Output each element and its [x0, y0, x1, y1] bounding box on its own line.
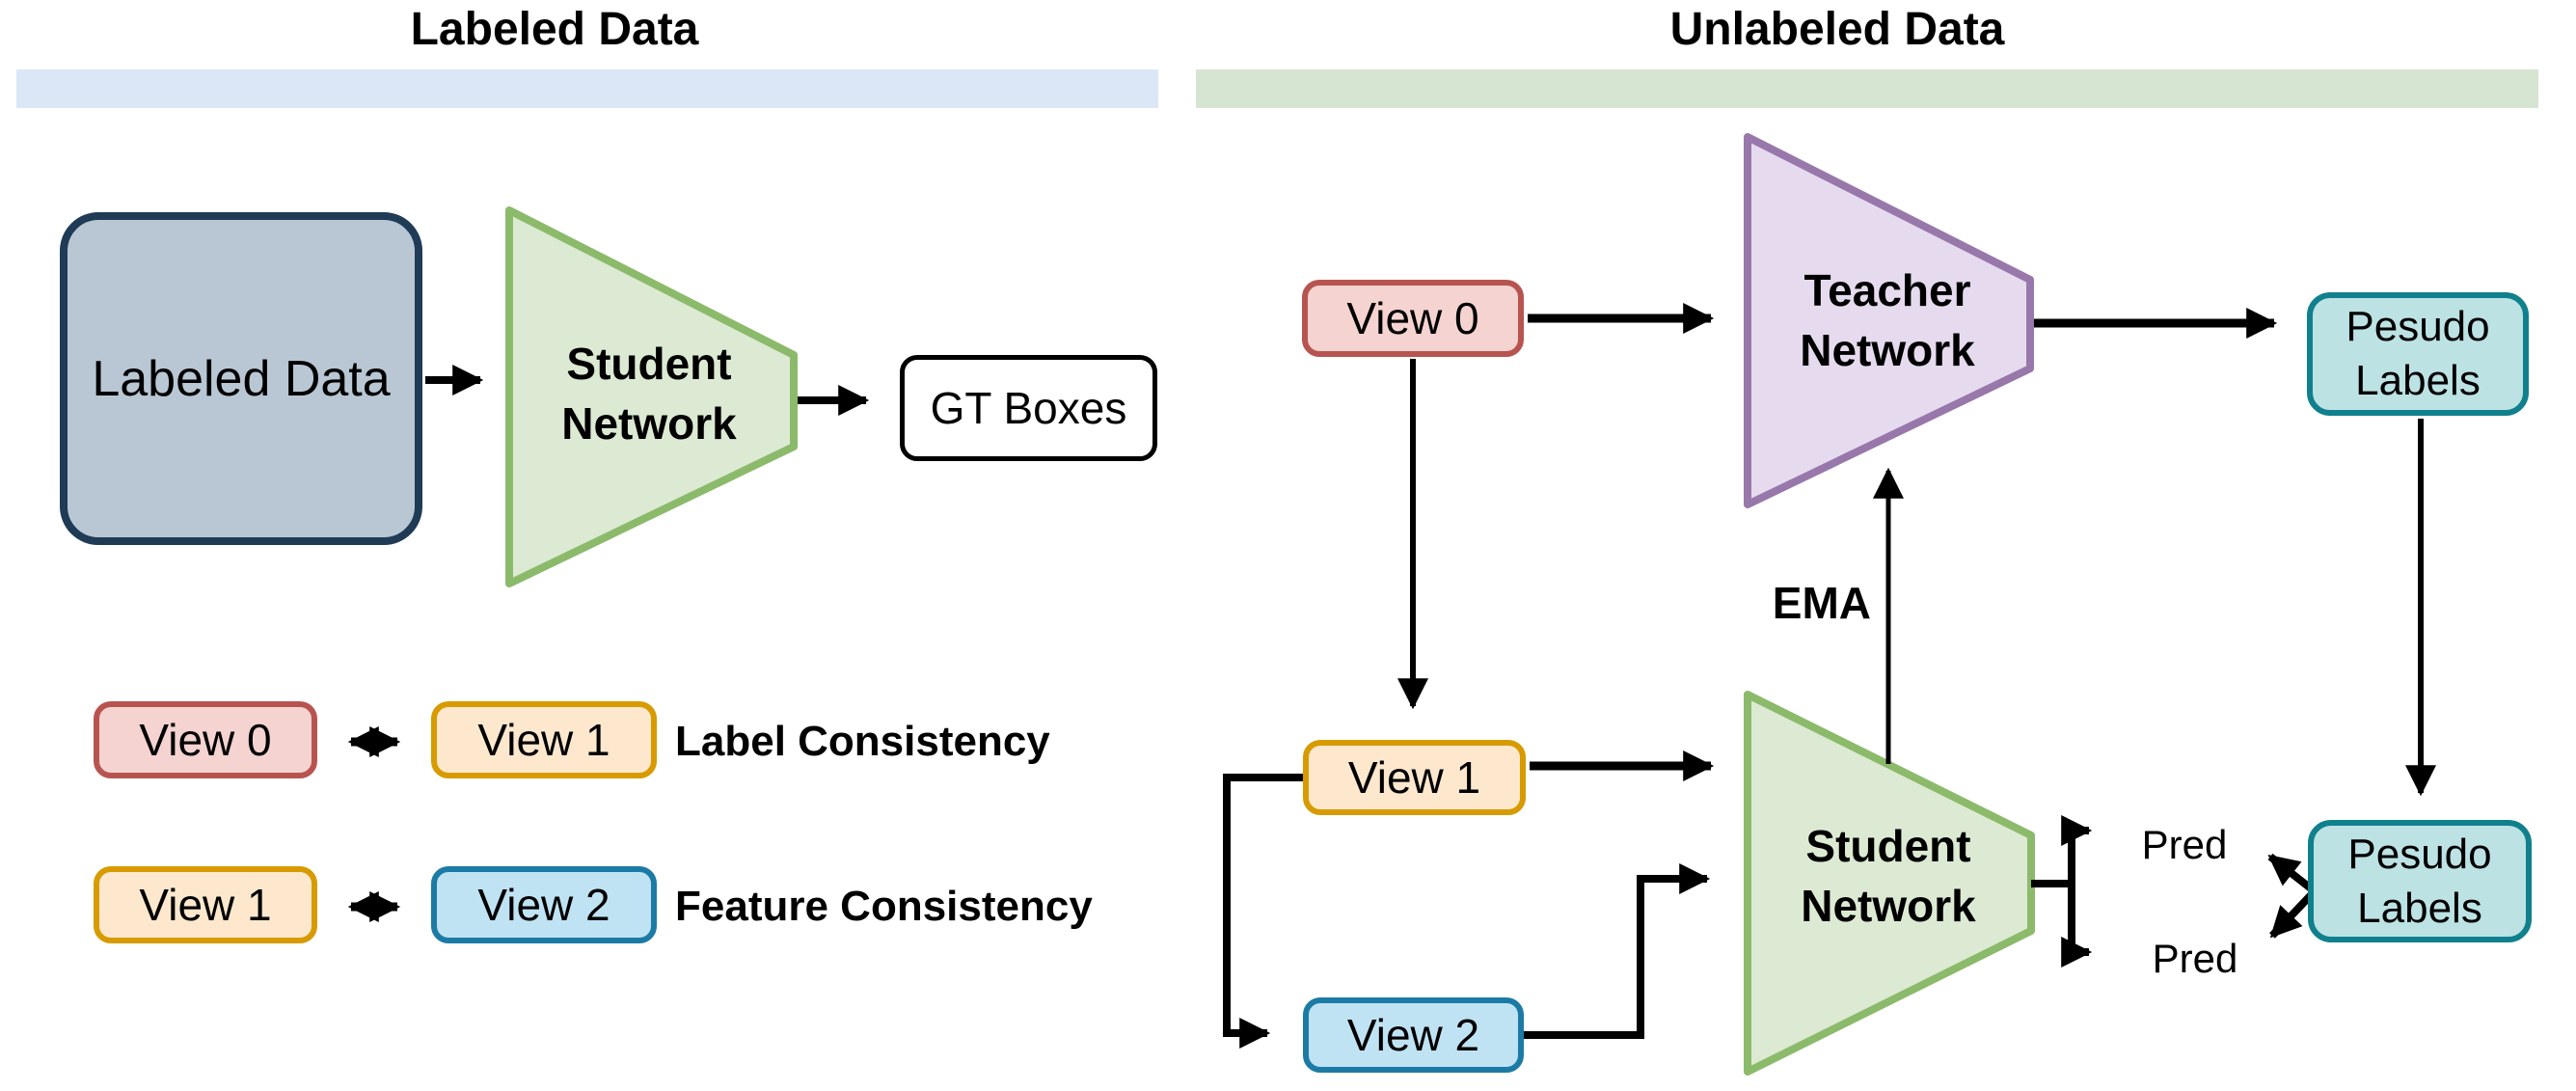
student-network-shape-right: [1744, 691, 2035, 1076]
label-consistency-text: Label Consistency: [675, 718, 1050, 765]
student-network-label-left: Student Network: [561, 339, 737, 449]
labeled-panel-title: Labeled Data: [410, 4, 699, 55]
legend-view0-box: View 0: [94, 701, 317, 778]
pseudo-labels-box-top: Pesudo Labels: [2307, 292, 2529, 416]
legend-view1-box-row2: View 1: [94, 866, 317, 943]
pseudo-labels-box-bottom: Pesudo Labels: [2308, 820, 2532, 942]
labeled-data-band: [16, 69, 1158, 108]
legend-view1-box-row1: View 1: [431, 701, 657, 778]
unlabeled-data-band: [1196, 69, 2538, 108]
arrow-view2-to-student-elbow: [1524, 863, 1711, 1039]
teacher-network-shape: [1744, 133, 2034, 508]
ema-label: EMA: [1772, 578, 1871, 628]
legend-view2-box: View 2: [431, 866, 657, 943]
view1-box: View 1: [1303, 740, 1526, 815]
arrow-pseudolabels-to-pred-top: [2267, 853, 2314, 892]
pred-label-bottom: Pred: [2152, 936, 2238, 981]
student-network-label-right: Student Network: [1801, 821, 1976, 931]
student-network-shape-left: [505, 206, 798, 587]
view2-box: View 2: [1303, 997, 1524, 1073]
unlabeled-panel-title: Unlabeled Data: [1669, 4, 2005, 55]
pred-label-top: Pred: [2141, 822, 2228, 867]
gt-boxes-box: GT Boxes: [900, 355, 1157, 461]
feature-consistency-text: Feature Consistency: [675, 883, 1093, 930]
teacher-network-label: Teacher Network: [1800, 265, 1975, 375]
arrow-view1-to-view2-elbow: [1223, 774, 1303, 1049]
labeled-data-box: Labeled Data: [60, 212, 422, 545]
arrow-pseudolabels-to-pred-bottom: [2269, 892, 2314, 939]
view0-box: View 0: [1302, 280, 1524, 357]
